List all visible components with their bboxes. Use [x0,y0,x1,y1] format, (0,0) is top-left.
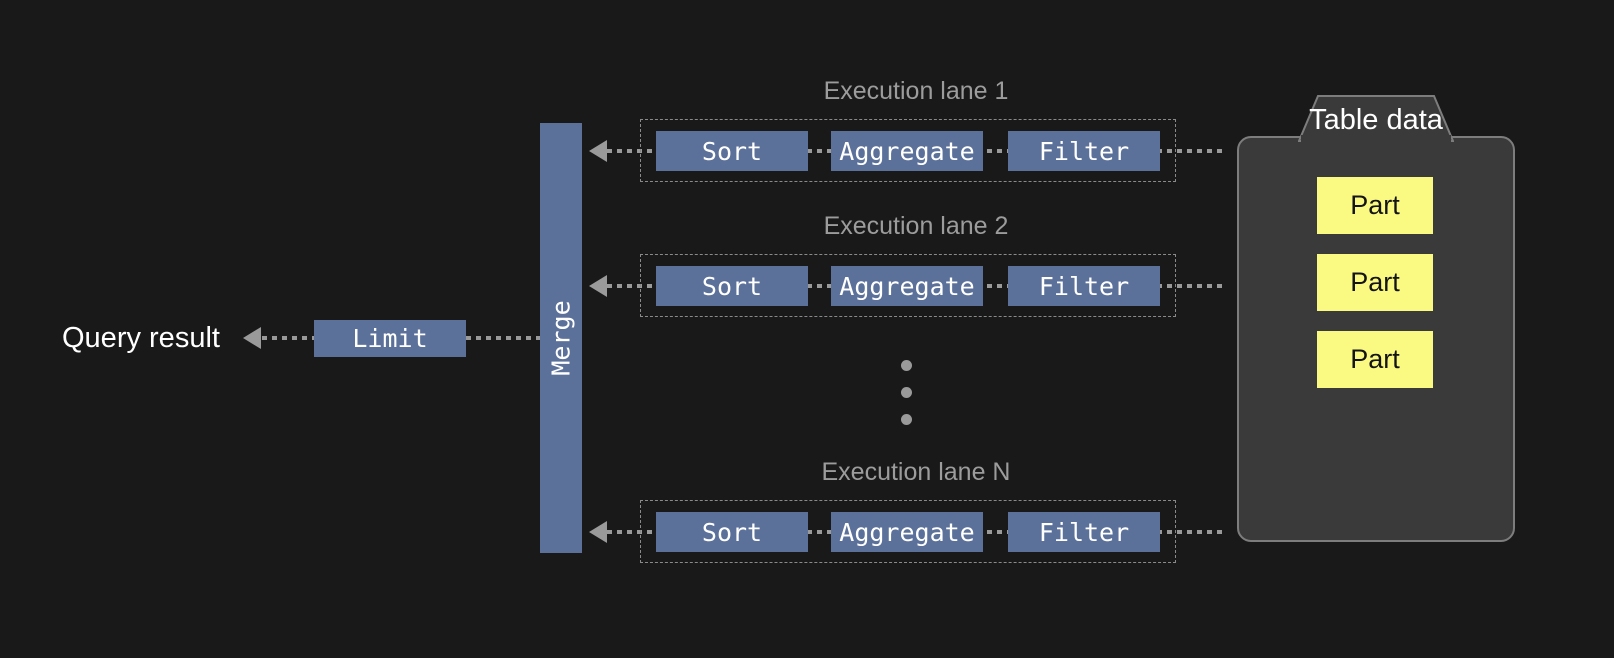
lane-label-n: Execution lane N [821,458,1011,486]
table-data-tab [1298,95,1454,143]
operator-lane1-aggregate[interactable]: Aggregate [831,131,983,171]
operator-lanen-sort[interactable]: Sort [656,512,808,552]
arrow-lane1-to-merge-icon [589,140,607,162]
part-box[interactable]: Part [1317,177,1433,234]
operator-lanen-filter[interactable]: Filter [1008,512,1160,552]
table-data-title: Table data [1309,104,1443,136]
merge-label: Merge [546,300,576,376]
connector-limit-to-result [262,336,316,340]
operator-lane1-sort[interactable]: Sort [656,131,808,171]
merge-operator[interactable]: Merge [540,123,582,553]
operator-lanen-aggregate[interactable]: Aggregate [831,512,983,552]
execution-lane-1 [640,119,1176,182]
operator-lane1-filter[interactable]: Filter [1008,131,1160,171]
lane-ellipsis [901,360,912,425]
part-box[interactable]: Part [1317,254,1433,311]
lane-label-1: Execution lane 1 [823,77,1009,105]
arrow-to-query-result-icon [243,327,261,349]
part-box[interactable]: Part [1317,331,1433,388]
execution-lane-n [640,500,1176,563]
arrow-lanen-to-merge-icon [589,521,607,543]
operator-lane2-aggregate[interactable]: Aggregate [831,266,983,306]
ellipsis-dot [901,414,912,425]
query-result-label: Query result [62,322,220,354]
lane-label-2: Execution lane 2 [823,212,1009,240]
operator-lane2-sort[interactable]: Sort [656,266,808,306]
arrow-lane2-to-merge-icon [589,275,607,297]
operator-limit[interactable]: Limit [314,320,466,357]
operator-lane2-filter[interactable]: Filter [1008,266,1160,306]
ellipsis-dot [901,387,912,398]
execution-lane-2 [640,254,1176,317]
connector-merge-to-limit [466,336,542,340]
ellipsis-dot [901,360,912,371]
